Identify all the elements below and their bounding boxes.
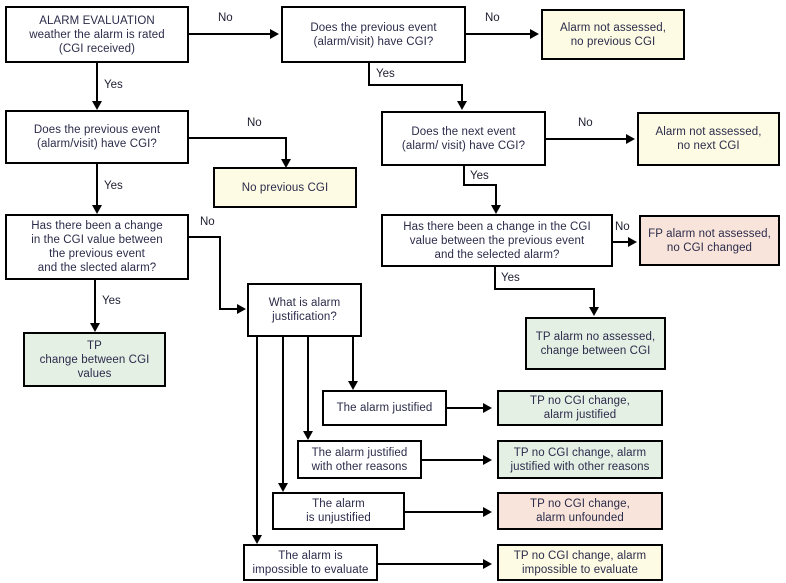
edge-change-right-to-tp-seg3 [593,288,595,307]
arrowhead-prev-top-to-next [457,101,467,110]
arrowhead-alarm-justified-other-to-result [483,455,492,465]
arrowhead-justification-to-alarm-impossible [252,535,262,544]
edge-label-prev-left-no: No [247,117,262,129]
edge-justification-to-alarm-justified [352,337,354,381]
edge-label-prev-left-yes: Yes [104,180,123,192]
node-alarm-not-assessed-no-next-cgi: Alarm not assessed, no next CGI [637,112,780,166]
edge-prev-top-to-next-seg3 [461,84,463,101]
edge-change-left-to-justification-seg1 [189,236,221,238]
edge-change-right-to-tp-seg2 [494,288,595,290]
arrowhead-alarm-justified-to-result [483,403,492,413]
arrowhead-change-right-to-tp [589,307,599,316]
edge-label-next-no: No [578,117,593,129]
node-what-is-alarm-justification: What is alarm justification? [247,283,362,337]
edge-change-left-to-justification-seg2 [219,236,221,310]
edge-change-right-to-tp-seg1 [494,267,496,290]
node-result-alarm-unfounded: TP no CGI change, alarm unfounded [497,492,663,530]
arrowhead-justification-to-alarm-justified-other [303,431,313,440]
arrowhead-justification-to-alarm-justified [348,381,358,390]
edge-label-change-right-no: No [615,221,630,233]
edge-label-change-right-yes: Yes [501,272,520,284]
arrowhead-prev-top-to-not-assessed [530,29,539,39]
edge-label-prev-top-no: No [485,12,500,24]
node-tp-alarm-no-assessed: TP alarm no assessed, change between CGI [525,317,666,370]
node-result-alarm-justified-other-reasons: TP no CGI change, alarm justified with o… [497,440,663,479]
arrowhead-change-left-to-justification [237,304,246,314]
node-alarm-not-assessed-no-previous-cgi: Alarm not assessed, no previous CGI [541,9,685,60]
edge-justification-to-alarm-impossible [256,337,258,535]
node-alarm-evaluation-start: ALARM EVALUATION weather the alarm is ra… [5,6,189,63]
edge-start-to-prev-cgi-left [96,63,98,101]
node-next-event-cgi: Does the next event (alarm/ visit) have … [381,111,546,166]
edge-alarm-justified-to-result [447,407,484,409]
edge-prev-left-to-no-previous-seg2 [285,137,287,159]
arrowhead-next-to-change-right [491,205,501,214]
edge-next-to-not-assessed [546,138,626,140]
edge-prev-top-to-next-seg1 [368,63,370,86]
edge-label-prev-top-yes: Yes [376,68,395,80]
node-previous-event-cgi-top: Does the previous event (alarm/visit) ha… [281,6,466,63]
node-result-alarm-impossible-to-evaluate: TP no CGI change, alarm impossible to ev… [497,544,663,581]
node-fp-alarm-not-assessed: FP alarm not assessed, no CGI changed [639,215,780,266]
node-the-alarm-justified-other-reasons: The alarm justified with other reasons [297,440,422,479]
node-the-alarm-justified: The alarm justified [322,390,447,426]
edge-change-left-to-tp [94,280,96,323]
arrowhead-justification-to-alarm-unjustified [278,483,288,492]
edge-change-right-to-fp [613,241,629,243]
node-result-alarm-justified: TP no CGI change, alarm justified [497,390,663,426]
arrowhead-start-to-prev-cgi-top [270,29,279,39]
arrowhead-next-to-not-assessed [626,134,635,144]
node-previous-event-cgi-left: Does the previous event (alarm/visit) ha… [5,110,189,164]
edge-prev-left-to-no-previous-seg1 [189,137,287,139]
edge-prev-left-to-change-left [96,164,98,205]
edge-change-left-to-justification-seg3 [219,308,238,310]
node-tp-change-between-cgi-values: TP change between CGI values [23,332,166,387]
arrowhead-prev-left-to-change-left [92,205,102,214]
arrowhead-start-to-prev-cgi-left [92,101,102,110]
edge-prev-top-to-not-assessed [466,33,530,35]
arrowhead-prev-left-to-no-previous [281,159,291,168]
edge-label-next-yes: Yes [470,170,489,182]
edge-label-start-no: No [218,12,233,24]
edge-next-to-change-right-seg1 [463,166,465,186]
edge-justification-to-alarm-unjustified [282,337,284,483]
node-cgi-change-left: Has there been a change in the CGI value… [5,214,189,280]
edge-alarm-unjustified-to-result [405,511,484,513]
edge-start-to-prev-cgi-top [189,33,270,35]
edge-label-start-yes: Yes [104,79,123,91]
node-the-alarm-impossible-to-evaluate: The alarm is impossible to evaluate [243,544,378,581]
edge-prev-top-to-next-seg2 [368,84,463,86]
edge-justification-to-alarm-justified-other [307,337,309,431]
node-cgi-change-right: Has there been a change in the CGI value… [381,214,613,267]
arrowhead-change-right-to-fp [628,237,637,247]
arrowhead-alarm-unjustified-to-result [483,507,492,517]
edge-next-to-change-right-seg2 [463,184,497,186]
edge-label-change-left-no: No [200,216,215,228]
node-no-previous-cgi: No previous CGI [213,167,357,208]
node-the-alarm-unjustified: The alarm is unjustified [272,492,405,530]
edge-label-change-left-yes: Yes [102,295,121,307]
arrowhead-change-left-to-tp [90,323,100,332]
edge-alarm-impossible-to-result [378,563,484,565]
arrowhead-alarm-impossible-to-result [483,559,492,569]
edge-next-to-change-right-seg3 [495,184,497,205]
edge-alarm-justified-other-to-result [422,459,484,461]
